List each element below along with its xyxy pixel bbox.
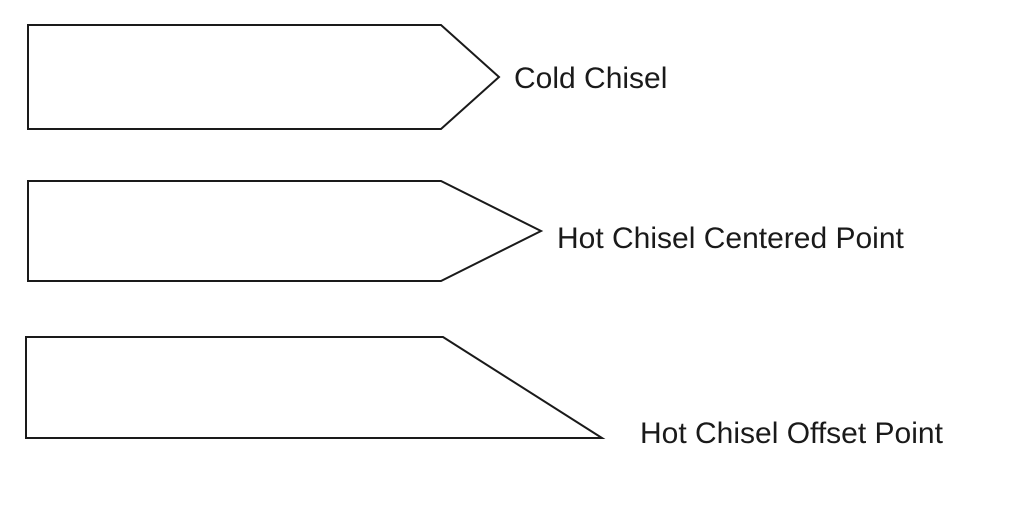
hot-chisel-offset-point-shape — [25, 336, 606, 439]
hot-chisel-offset-point-label: Hot Chisel Offset Point — [640, 417, 944, 450]
hot-chisel-offset-point-group: Hot Chisel Offset Point — [25, 336, 944, 450]
hot-chisel-centered-point-label: Hot Chisel Centered Point — [557, 222, 905, 255]
cold-chisel-group: Cold Chisel — [27, 24, 667, 130]
cold-chisel-shape — [27, 24, 501, 130]
hot-chisel-centered-point-group: Hot Chisel Centered Point — [27, 180, 905, 282]
hot-chisel-centered-point-shape — [27, 180, 544, 282]
cold-chisel-label: Cold Chisel — [514, 62, 667, 95]
